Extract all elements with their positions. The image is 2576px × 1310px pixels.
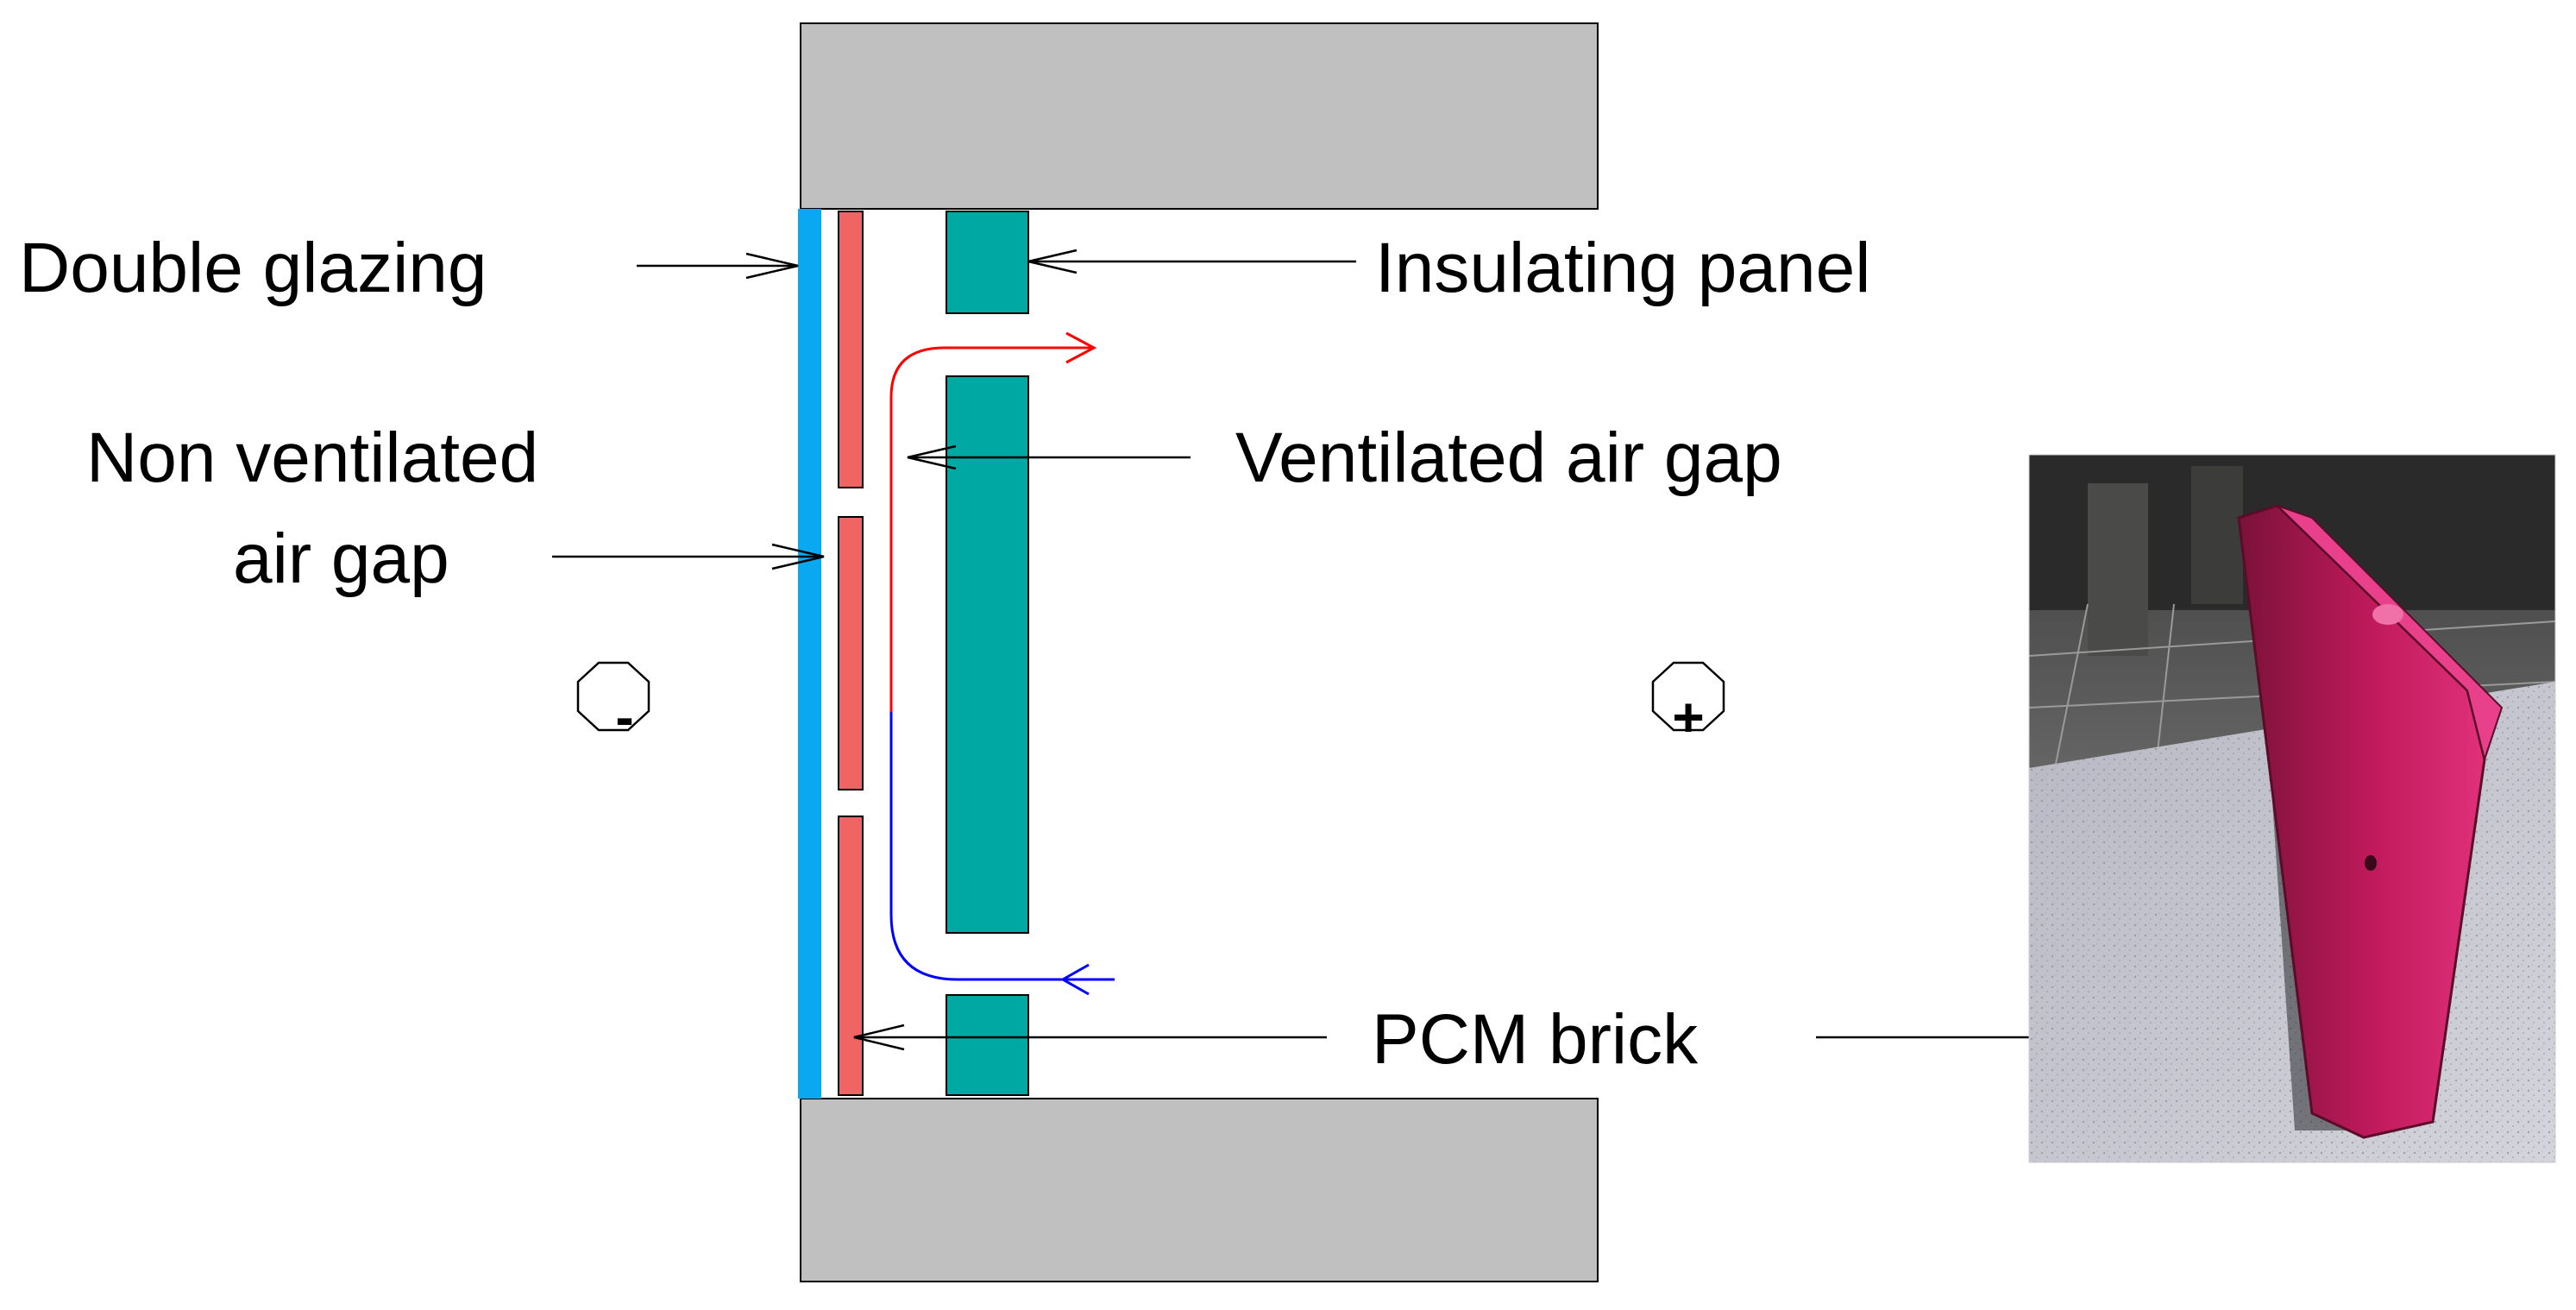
- inside-symbol-shape: [1651, 661, 1725, 732]
- ventilated-air-gap-label: Ventilated air gap: [1235, 419, 1782, 497]
- cold-air-flow: [889, 712, 1115, 981]
- pcm-brick-pointer-left: [853, 1023, 1327, 1051]
- cold-air-arrowhead: [1059, 963, 1090, 996]
- insulating-panel-label: Insulating panel: [1375, 229, 1870, 307]
- inside-symbol: +: [1672, 686, 1704, 748]
- double-glazing-label: Double glazing: [19, 229, 487, 307]
- ventilated-air-gap-pointer: [907, 444, 1191, 470]
- insulating-panel-top: [946, 211, 1029, 314]
- pcm-brick-label: PCM brick: [1372, 1000, 1699, 1079]
- pcm-brick-bottom: [838, 816, 864, 1096]
- outside-symbol-shape: [576, 661, 650, 732]
- outside-symbol: -: [615, 686, 633, 748]
- pcm-brick-middle: [838, 516, 864, 790]
- insulating-panel-pointer: [1027, 249, 1356, 274]
- pcm-brick-photo: [2028, 454, 2556, 1163]
- non-ventilated-label-line1: Non ventilated: [86, 419, 538, 497]
- insulating-panel-middle: [946, 375, 1029, 934]
- non-ventilated-pointer: [552, 543, 825, 570]
- top-wall: [800, 22, 1599, 210]
- warm-air-flow: [889, 346, 1091, 712]
- warm-air-arrowhead: [1065, 331, 1097, 364]
- pcm-brick-top: [838, 211, 864, 488]
- non-ventilated-label-line2: air gap: [233, 520, 449, 598]
- double-glazing: [798, 209, 821, 1099]
- bottom-wall: [800, 1098, 1599, 1282]
- insulating-panel-bottom: [946, 994, 1029, 1096]
- double-glazing-pointer: [637, 252, 799, 280]
